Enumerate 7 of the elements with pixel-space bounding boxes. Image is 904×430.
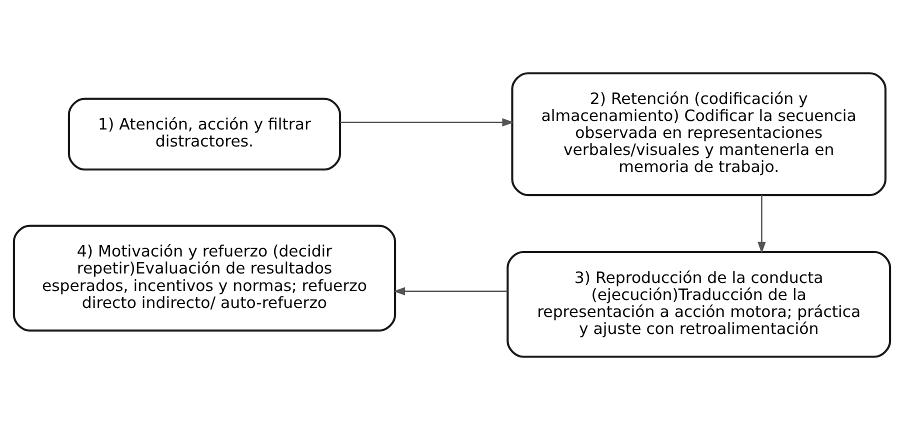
node-box: 1) Atención, acción y filtrar distractores. xyxy=(68,98,342,171)
node-box: 3) Reproducción de la conducta (ejecución)Traducción de la representación a acción motora; práctica y ajuste con retroalimentación xyxy=(506,250,892,358)
arrow xyxy=(393,287,508,296)
arrow xyxy=(340,118,514,126)
node-box: 2) Retención (codificación y almacenamiento) Codificar la secuencia observada en representaciones verbales/visuales y mantenerla en memoria de trabajo. xyxy=(511,72,887,196)
arrow xyxy=(758,195,766,254)
node-box: 4) Motivación y refuerzo (decidir repetir)Evaluación de resultados esperados, incentivos y normas; refuerzo directo indirecto/ auto-refuerzo xyxy=(12,224,396,332)
